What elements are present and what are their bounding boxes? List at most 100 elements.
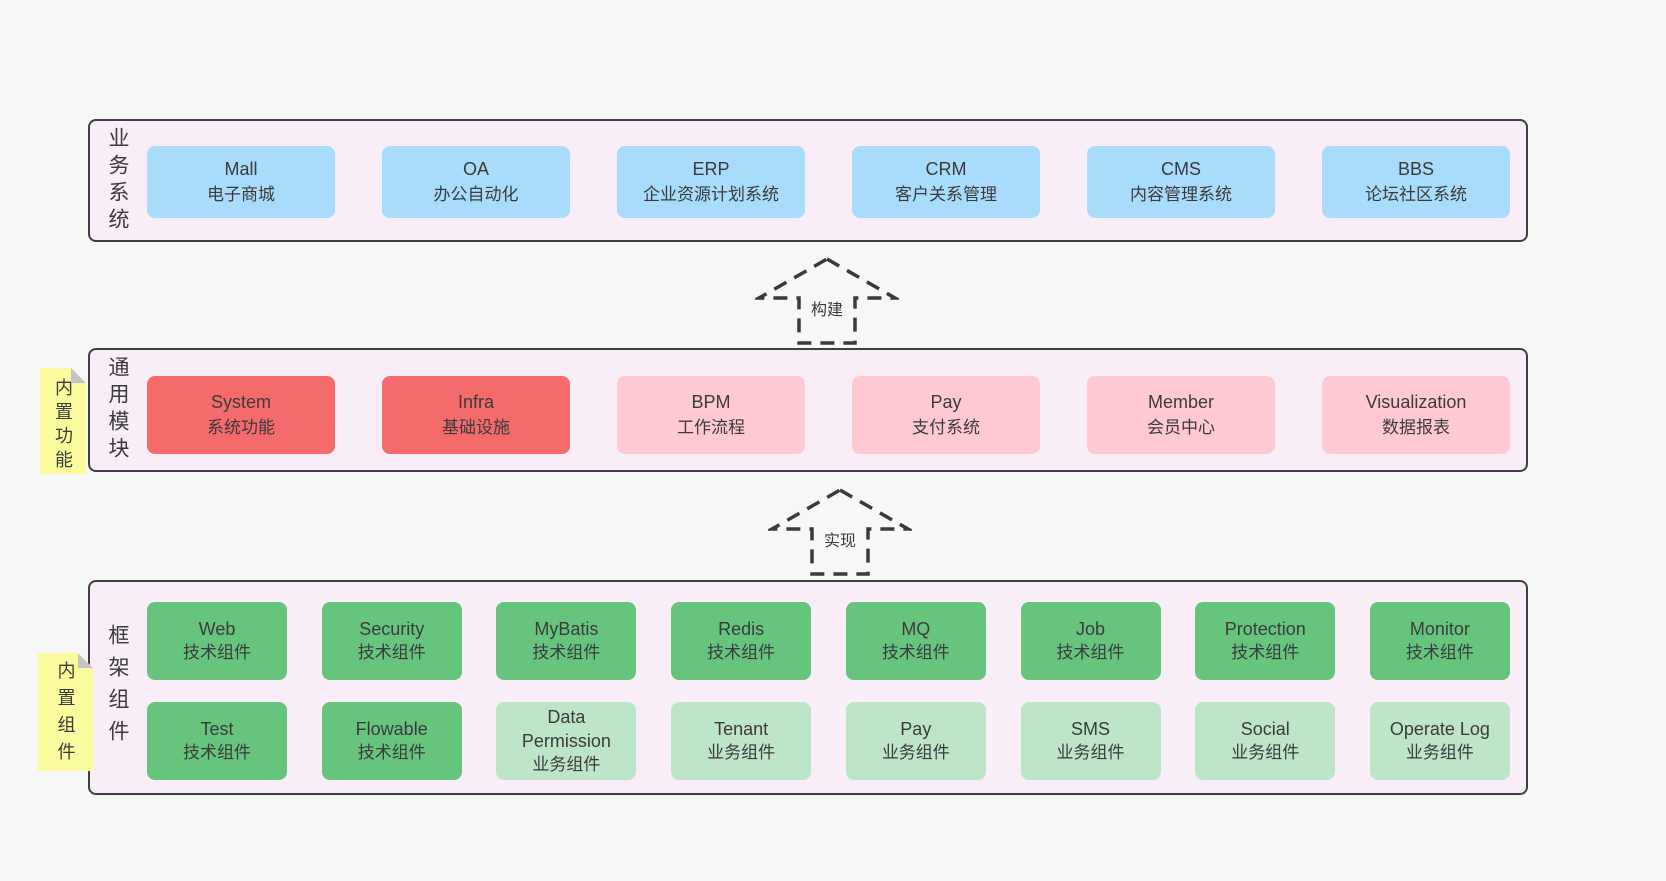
box-system: System 系统功能: [147, 376, 335, 454]
box-title: MyBatis: [534, 619, 599, 639]
box-subtitle: 技术组件: [707, 643, 776, 662]
section-business-systems: 业务系统 Mall 电子商城 OA 办公自动化 ERP 企业资源计划系统 CRM…: [88, 119, 1528, 242]
box-subtitle: 会员中心: [1147, 418, 1215, 437]
box-title: SMS: [1071, 719, 1111, 739]
arrow-implement: 实现: [768, 487, 912, 577]
note-text: 内置组件: [55, 661, 76, 769]
box-erp: ERP 企业资源计划系统: [617, 146, 805, 218]
box-subtitle: 系统功能: [207, 418, 275, 437]
box-oa: OA 办公自动化: [382, 146, 570, 218]
box-subtitle: 业务组件: [1231, 743, 1300, 762]
box-data-permission: Data Permission 业务组件: [496, 702, 637, 780]
section-label-text: 业务系统: [106, 126, 129, 235]
box-subtitle: 业务组件: [1405, 743, 1474, 762]
box-subtitle: 客户关系管理: [895, 185, 997, 204]
box-title: Pay: [900, 719, 932, 739]
note-builtin-components: 内置组件: [38, 653, 93, 771]
box-subtitle: 业务组件: [1056, 743, 1125, 762]
box-title: Redis: [718, 619, 765, 639]
box-test: Test 技术组件: [147, 702, 287, 780]
box-title: Security: [359, 619, 425, 639]
box-subtitle: 技术组件: [532, 643, 601, 662]
box-title: CMS: [1161, 159, 1201, 179]
box-protection: Protection 技术组件: [1195, 602, 1336, 680]
box-flowable: Flowable 技术组件: [321, 702, 462, 780]
box-subtitle: 技术组件: [183, 743, 251, 762]
box-subtitle: 技术组件: [1056, 643, 1125, 662]
box-mybatis: MyBatis 技术组件: [496, 602, 637, 680]
components-row-1: Web 技术组件 Security 技术组件 MyBatis 技术组件 Redi…: [147, 602, 1510, 680]
box-monitor: Monitor 技术组件: [1369, 602, 1510, 680]
box-social: Social 业务组件: [1195, 702, 1336, 780]
section-framework-components: 框架组件 Web 技术组件 Security 技术组件 MyBatis 技术组件…: [88, 580, 1528, 795]
box-job: Job 技术组件: [1020, 602, 1161, 680]
box-title: MQ: [901, 619, 931, 639]
box-subtitle: 技术组件: [1231, 643, 1300, 662]
box-pay: Pay 支付系统: [852, 376, 1040, 454]
box-title: Mall: [224, 159, 258, 179]
box-subtitle: 办公自动化: [433, 185, 519, 204]
box-subtitle: 论坛社区系统: [1365, 185, 1467, 204]
box-subtitle: 电子商城: [207, 185, 275, 204]
box-cms: CMS 内容管理系统: [1087, 146, 1275, 218]
box-subtitle: 支付系统: [912, 418, 980, 437]
box-pay-business: Pay 业务组件: [845, 702, 986, 780]
arrow-up-dashed-icon: [755, 256, 899, 345]
box-title: CRM: [925, 159, 967, 179]
box-title: Data Permission: [521, 707, 611, 751]
box-title: Test: [200, 719, 234, 739]
box-subtitle: 基础设施: [442, 418, 510, 437]
box-title: Tenant: [714, 719, 769, 739]
box-mall: Mall 电子商城: [147, 146, 335, 218]
arrow-implement-label: 实现: [819, 526, 861, 552]
folded-corner-icon: [71, 368, 86, 383]
box-title: BPM: [691, 392, 731, 412]
box-subtitle: 技术组件: [183, 643, 251, 662]
box-title: Visualization: [1365, 392, 1467, 412]
section-common-modules: 通用模块 System 系统功能 Infra 基础设施 BPM 工作流程 Pay…: [88, 348, 1528, 472]
section-label-components: 框架组件: [90, 582, 144, 793]
section-label-business: 业务系统: [90, 121, 144, 240]
box-bbs: BBS 论坛社区系统: [1322, 146, 1510, 218]
box-infra: Infra 基础设施: [382, 376, 570, 454]
note-builtin-features: 内置功能: [40, 368, 86, 474]
box-subtitle: 业务组件: [881, 743, 950, 762]
components-row-2: Test 技术组件 Flowable 技术组件 Data Permission …: [147, 702, 1510, 780]
box-subtitle: 内容管理系统: [1130, 185, 1232, 204]
box-crm: CRM 客户关系管理: [852, 146, 1040, 218]
box-subtitle: 企业资源计划系统: [643, 185, 779, 204]
box-subtitle: 工作流程: [677, 418, 745, 437]
arrow-build: 构建: [755, 256, 899, 346]
section-label-text: 通用模块: [106, 356, 129, 464]
box-subtitle: 技术组件: [1405, 643, 1474, 662]
box-title: OA: [462, 159, 489, 179]
box-title: ERP: [692, 159, 730, 179]
box-sms: SMS 业务组件: [1020, 702, 1161, 780]
box-web: Web 技术组件: [147, 602, 287, 680]
section-label-modules: 通用模块: [90, 350, 144, 470]
box-title: Pay: [930, 392, 962, 412]
box-title: Member: [1147, 392, 1214, 412]
box-mq: MQ 技术组件: [845, 602, 986, 680]
box-title: Job: [1076, 619, 1106, 639]
box-subtitle: 数据报表: [1382, 418, 1450, 437]
arrow-up-dashed-icon: [768, 487, 912, 576]
box-visualization: Visualization 数据报表: [1322, 376, 1510, 454]
arrow-build-label: 构建: [806, 295, 848, 321]
box-bpm: BPM 工作流程: [617, 376, 805, 454]
box-title: BBS: [1397, 159, 1435, 179]
box-title: Flowable: [355, 719, 428, 739]
box-redis: Redis 技术组件: [671, 602, 812, 680]
box-operate-log: Operate Log 业务组件: [1369, 702, 1510, 780]
box-subtitle: 技术组件: [357, 643, 426, 662]
box-title: System: [210, 392, 271, 412]
box-subtitle: 业务组件: [707, 743, 776, 762]
box-title: Protection: [1224, 619, 1306, 639]
box-member: Member 会员中心: [1087, 376, 1275, 454]
note-text: 内置功能: [53, 378, 73, 474]
box-title: Social: [1240, 719, 1290, 739]
box-security: Security 技术组件: [321, 602, 462, 680]
business-box-row: Mall 电子商城 OA 办公自动化 ERP 企业资源计划系统 CRM 客户关系…: [147, 146, 1510, 218]
section-label-text: 框架组件: [106, 623, 129, 752]
